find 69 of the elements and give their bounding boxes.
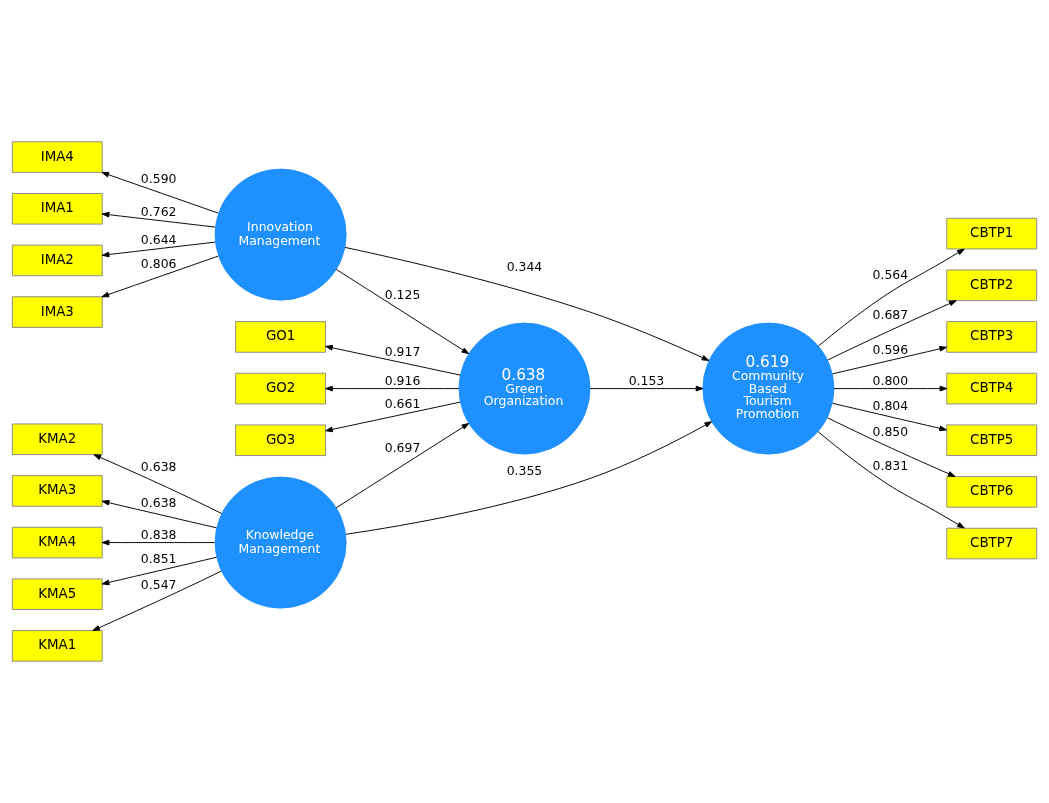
edge-label: 0.355 [506, 463, 543, 479]
node-box: CBTP2 [946, 269, 1038, 302]
edge-label: 0.638 [140, 494, 177, 510]
node-box: KMA4 [11, 526, 103, 559]
arrow [92, 570, 222, 631]
arrow [101, 171, 219, 214]
node-box: KMA3 [11, 475, 103, 507]
edge-label: 0.687 [872, 307, 909, 323]
arrow [589, 385, 704, 392]
node-box: KMA2 [11, 423, 103, 456]
node-box: CBTP4 [946, 372, 1038, 405]
edge-label: 0.804 [872, 398, 909, 414]
arrow [101, 539, 216, 546]
edge-label: 0.831 [872, 458, 909, 474]
node-box: CBTP5 [946, 424, 1038, 457]
arrow [325, 401, 461, 433]
node-box: IMA2 [11, 244, 103, 277]
arrow [101, 556, 217, 586]
edge-label: 0.851 [140, 551, 177, 567]
arrow [833, 385, 948, 392]
arrow [335, 268, 470, 355]
node-box: CBTP6 [946, 476, 1038, 508]
edge-label: 0.806 [140, 256, 177, 272]
arrow [325, 344, 461, 376]
arrow [345, 421, 713, 535]
arrow [817, 248, 965, 347]
edge-label: 0.564 [872, 266, 909, 282]
edge-label: 0.916 [384, 373, 421, 389]
edge-label: 0.762 [140, 203, 177, 219]
edge-label: 0.547 [140, 576, 177, 592]
arrow [826, 417, 956, 477]
arrow [827, 300, 957, 361]
node-box: KMA1 [11, 630, 103, 662]
edge-label: 0.638 [140, 459, 177, 475]
node-box: CBTP3 [946, 321, 1038, 353]
node-circle: Innovation Management [214, 168, 347, 301]
node-box: GO2 [235, 372, 327, 405]
arrow [93, 454, 223, 514]
edge-label: 0.661 [384, 396, 421, 412]
node-box: GO1 [235, 321, 327, 353]
node-box: GO3 [235, 424, 327, 457]
arrow [335, 423, 470, 509]
edge-label: 0.697 [384, 440, 421, 456]
arrow [832, 402, 947, 432]
edge-label: 0.596 [872, 341, 909, 357]
edge-label: 0.153 [628, 373, 665, 389]
node-box: IMA3 [11, 296, 103, 328]
edge-label: 0.344 [506, 259, 543, 275]
arrow [101, 255, 219, 298]
node-box: CBTP7 [946, 527, 1038, 560]
arrow [832, 346, 947, 375]
edge-label: 0.838 [140, 527, 177, 543]
node-box: CBTP1 [946, 217, 1038, 250]
node-box: IMA4 [11, 141, 103, 173]
edge-label: 0.850 [872, 423, 909, 439]
edge-label: 0.917 [384, 344, 421, 360]
arrow [101, 211, 216, 228]
node-circle: Knowledge Management [214, 476, 347, 609]
arrow [325, 385, 460, 392]
arrow [101, 241, 216, 258]
node-box: IMA1 [11, 193, 103, 225]
arrow [344, 246, 710, 361]
edge-label: 0.125 [384, 287, 421, 303]
node-box: KMA5 [11, 578, 103, 610]
edge-label: 0.800 [872, 373, 909, 389]
arrow [817, 431, 965, 529]
edge-label: 0.590 [140, 171, 177, 187]
edge-label: 0.644 [140, 231, 177, 247]
arrow [101, 499, 217, 529]
